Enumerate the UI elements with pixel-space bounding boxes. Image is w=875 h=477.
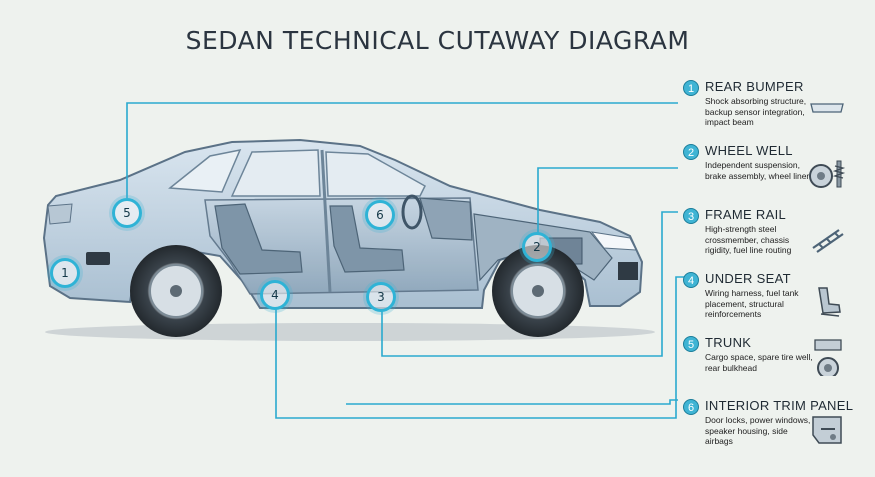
steering-wheel [401, 194, 423, 230]
callout-description: High-strength steel crossmember, chassis… [705, 224, 792, 255]
callout-title: UNDER SEAT [705, 271, 791, 286]
callout-number: 2 [683, 144, 699, 160]
callout-title: REAR BUMPER [705, 79, 804, 94]
callout-title: FRAME RAIL [705, 207, 787, 222]
leader-line-6 [346, 399, 678, 405]
dashboard [419, 197, 473, 241]
callout-number: 6 [683, 399, 699, 415]
callout-description: Shock absorbing structure, backup sensor… [705, 96, 807, 127]
callout-number: 3 [683, 208, 699, 224]
seat-icon [818, 287, 841, 317]
grille [618, 262, 638, 280]
headlight [590, 231, 637, 251]
door-panel-icon [812, 416, 842, 444]
marker-6[interactable]: 6 [365, 200, 395, 230]
rear-window [168, 148, 242, 193]
marker-2[interactable]: 2 [522, 232, 552, 262]
marker-4[interactable]: 4 [260, 280, 290, 310]
leader-line-3 [381, 211, 678, 357]
callout-description: Independent suspension, brake assembly, … [705, 160, 810, 181]
leader-line-2 [537, 167, 678, 234]
callout-description: Door locks, power windows, speaker housi… [705, 415, 811, 446]
leader-line-5 [126, 102, 678, 198]
b-pillar [320, 149, 332, 293]
front-seat [329, 205, 405, 273]
bumper-icon [810, 103, 844, 113]
callout-number: 1 [683, 80, 699, 96]
callout-number: 5 [683, 336, 699, 352]
taillight [47, 203, 73, 225]
diagram-title: SEDAN TECHNICAL CUTAWAY DIAGRAM [185, 26, 690, 55]
front-door-window [325, 151, 426, 197]
rear-seat [214, 203, 303, 275]
callout-description: Wiring harness, fuel tank placement, str… [705, 288, 799, 319]
marker-5[interactable]: 5 [112, 198, 142, 228]
marker-1[interactable]: 1 [50, 258, 80, 288]
front-wheel [492, 245, 584, 337]
frame-rail-icon [812, 229, 844, 253]
wheel-suspension-icon [809, 160, 845, 188]
callout-title: WHEEL WELL [705, 143, 793, 158]
rear-wheel [130, 245, 222, 337]
trunk-spare-tire-icon [814, 339, 842, 376]
callout-number: 4 [683, 272, 699, 288]
marker-3[interactable]: 3 [366, 282, 396, 312]
rear-door-window [230, 149, 321, 197]
callout-title: INTERIOR TRIM PANEL [705, 398, 854, 413]
callout-title: TRUNK [705, 335, 752, 350]
callout-description: Cargo space, spare tire well, rear bulkh… [705, 352, 813, 373]
leader-line-4 [275, 276, 684, 419]
rear-plate [86, 252, 110, 265]
